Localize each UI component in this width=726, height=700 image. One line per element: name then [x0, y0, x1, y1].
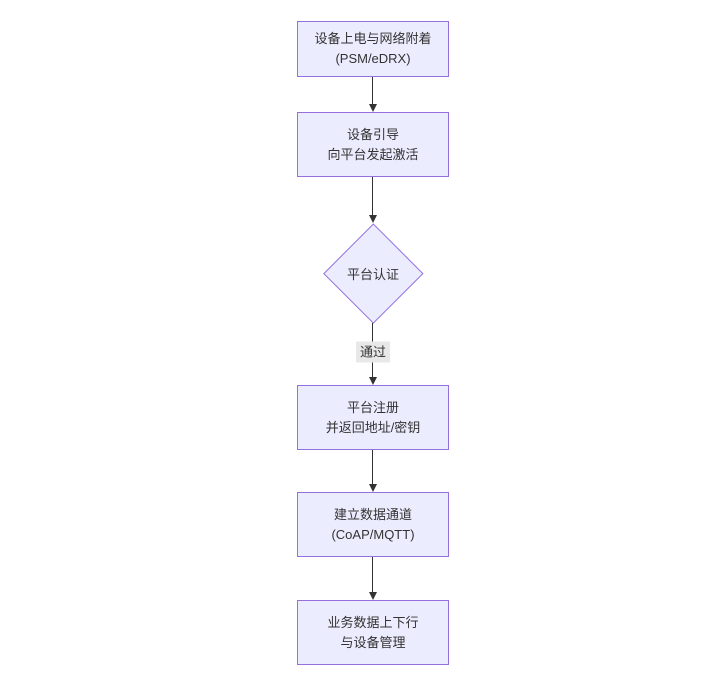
arrow-channel-to-business — [368, 557, 377, 600]
flow-node-data-channel-line1: 建立数据通道 — [333, 506, 412, 522]
arrowhead-down-icon — [368, 215, 377, 223]
flow-node-platform-register-line1: 平台注册 — [346, 399, 399, 415]
flow-node-data-channel-line2: (CoAP/MQTT) — [331, 526, 415, 542]
arrow-line — [372, 177, 373, 217]
edge-label-pass: 通过 — [355, 341, 391, 363]
arrowhead-down-icon — [368, 377, 377, 385]
flow-node-device-power: 设备上电与网络附着 (PSM/eDRX) — [297, 21, 449, 77]
flow-node-device-bootstrap-line2: 向平台发起激活 — [327, 146, 419, 162]
flow-node-device-bootstrap-line1: 设备引导 — [346, 126, 399, 142]
arrow-line — [372, 77, 373, 106]
arrow-boot-to-auth — [368, 177, 377, 223]
flow-node-platform-register-line2: 并返回地址/密钥 — [325, 419, 421, 435]
arrowhead-down-icon — [368, 592, 377, 600]
arrow-line — [372, 557, 373, 594]
arrow-power-to-boot — [368, 77, 377, 112]
flow-node-device-bootstrap: 设备引导 向平台发起激活 — [297, 112, 449, 177]
flow-node-platform-register: 平台注册 并返回地址/密钥 — [297, 385, 449, 450]
arrow-register-to-channel — [368, 450, 377, 492]
flow-node-business-data-line1: 业务数据上下行 — [327, 614, 419, 630]
arrowhead-down-icon — [368, 104, 377, 112]
arrow-line — [372, 450, 373, 486]
flow-node-platform-auth: 平台认证 — [323, 223, 423, 323]
flow-node-platform-auth-label: 平台认证 — [346, 266, 399, 282]
arrowhead-down-icon — [368, 484, 377, 492]
flow-node-device-power-line2: (PSM/eDRX) — [335, 51, 411, 66]
flow-node-business-data: 业务数据上下行 与设备管理 — [297, 600, 449, 665]
flow-node-business-data-line2: 与设备管理 — [340, 634, 406, 650]
flow-node-data-channel: 建立数据通道 (CoAP/MQTT) — [297, 492, 449, 557]
flow-node-device-power-line1: 设备上电与网络附着 — [314, 31, 432, 46]
